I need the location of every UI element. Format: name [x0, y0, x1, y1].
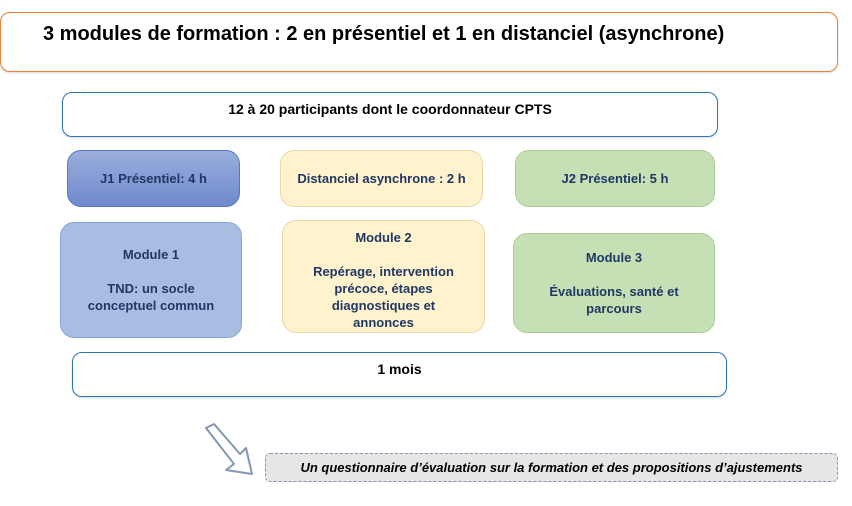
arrow-down-right-icon — [205, 423, 253, 475]
module-line: conceptuel commun — [87, 298, 215, 313]
module-3-card: Module 3 Évaluations, santé et parcours — [513, 233, 715, 333]
module-title: Module 2 — [355, 230, 412, 245]
module-line: annonces — [353, 315, 414, 330]
module-title: Module 3 — [585, 250, 643, 265]
title-text: 3 modules de formation : 2 en présentiel… — [43, 23, 725, 45]
session-label: Distanciel asynchrone : 2 h — [297, 171, 466, 186]
module-1-card: Module 1 TND: un socle conceptuel commun — [60, 222, 242, 338]
evaluation-text: Un questionnaire d’évaluation sur la for… — [300, 460, 803, 475]
duration-box: 1 mois — [72, 352, 727, 397]
module-line: diagnostiques et — [331, 298, 436, 313]
session-distanciel: Distanciel asynchrone : 2 h — [280, 150, 483, 207]
session-label: J1 Présentiel: 4 h — [100, 171, 207, 186]
evaluation-box: Un questionnaire d’évaluation sur la for… — [265, 453, 838, 482]
session-j2: J2 Présentiel: 5 h — [515, 150, 715, 207]
title-banner: 3 modules de formation : 2 en présentiel… — [0, 12, 838, 72]
module-line: Repérage, intervention — [313, 264, 454, 279]
module-2-card: Module 2 Repérage, intervention précoce,… — [282, 220, 485, 333]
module-line: précoce, étapes — [334, 281, 433, 296]
module-line: TND: un socle — [107, 281, 195, 296]
module-line: parcours — [586, 301, 642, 316]
duration-text: 1 mois — [377, 361, 422, 377]
session-label: J2 Présentiel: 5 h — [561, 171, 669, 186]
session-j1: J1 Présentiel: 4 h — [67, 150, 240, 207]
module-title: Module 1 — [122, 247, 180, 262]
participants-text: 12 à 20 participants dont le coordonnate… — [228, 101, 552, 117]
participants-box: 12 à 20 participants dont le coordonnate… — [62, 92, 718, 137]
module-line: Évaluations, santé et — [549, 284, 679, 299]
